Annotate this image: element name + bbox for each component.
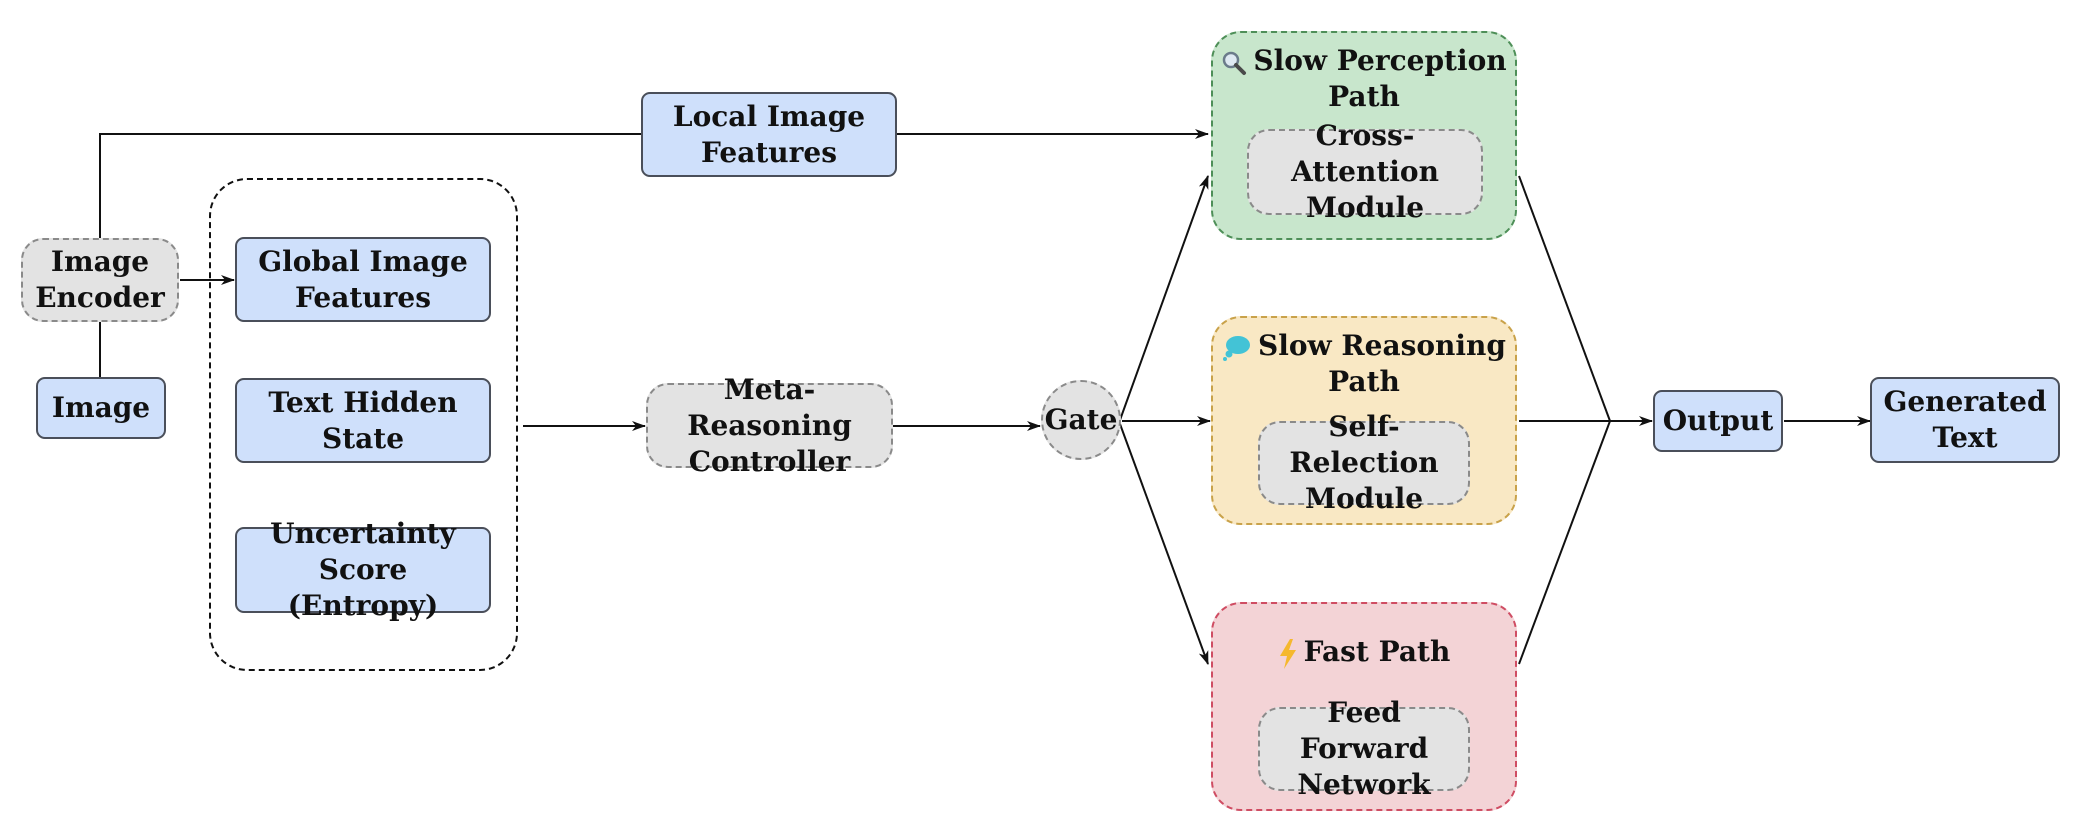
local-image-features-label-line1: Local Image	[672, 99, 866, 133]
edge-gate-to-fast	[1119, 423, 1209, 665]
gate-label: Gate	[1044, 403, 1118, 436]
slow-reasoning-title-line2: Path	[1328, 365, 1400, 398]
feature-group	[209, 178, 518, 671]
magnifier-icon	[1221, 50, 1247, 76]
slow-reasoning-title-line1: Slow Reasoning	[1258, 329, 1506, 362]
edge-slow-perception-to-merge	[1518, 175, 1611, 422]
lightning-icon	[1278, 638, 1298, 669]
cross-attention-module-node: Cross-Attention Module	[1247, 119, 1483, 224]
global-image-features-label-line1: Global Image	[258, 244, 468, 278]
slow-reasoning-title: Slow Reasoning Path	[1213, 328, 1515, 400]
image-encoder-label-line2: Encoder	[35, 281, 165, 314]
feed-forward-network-node: Feed Forward Network	[1258, 696, 1470, 801]
fast-path: Fast Path Feed Forward Network	[1211, 602, 1517, 811]
gate-node: Gate	[1041, 380, 1121, 460]
meta-reasoning-controller-label-line1: Meta-Reasoning	[687, 372, 852, 442]
cross-attention-module-label-line2: Module	[1305, 191, 1425, 224]
uncertainty-score-label-line2: (Entropy)	[287, 589, 439, 622]
output-node: Output	[1653, 390, 1783, 452]
self-relection-module-label-line2: Module	[1304, 482, 1424, 515]
meta-reasoning-controller-label-line2: Controller	[688, 444, 851, 478]
text-hidden-state-label: Text Hidden State	[268, 385, 458, 455]
output-label: Output	[1662, 404, 1774, 437]
slow-perception-title-line1: Slow Perception	[1253, 44, 1507, 77]
generated-text-label-line2: Text	[1932, 421, 1998, 454]
local-image-features-label-line2: Features	[701, 135, 837, 169]
self-relection-module-label-line1: Self-Relection	[1289, 410, 1439, 479]
slow-reasoning-path: Slow Reasoning Path Self-Relection Modul…	[1211, 316, 1517, 525]
slow-perception-title: Slow Perception Path	[1213, 43, 1515, 115]
feed-forward-network-label-line1: Feed Forward	[1299, 696, 1429, 765]
cross-attention-module-label-line1: Cross-Attention	[1291, 119, 1439, 188]
global-image-features-node: Global Image Features	[235, 237, 491, 322]
fast-path-title: Fast Path	[1213, 634, 1515, 670]
image-node: Image	[36, 377, 166, 439]
generated-text-label-line1: Generated	[1883, 385, 2047, 418]
edge-fast-to-merge	[1518, 420, 1611, 665]
uncertainty-score-node: Uncertainty Score (Entropy)	[235, 517, 491, 622]
generated-text-node: Generated Text	[1870, 377, 2060, 463]
feed-forward-network-label-line2: Network	[1297, 768, 1431, 801]
global-image-features-label-line2: Features	[295, 280, 431, 314]
text-hidden-state-node: Text Hidden State	[235, 378, 491, 463]
uncertainty-score-label-line1: Uncertainty Score	[270, 517, 456, 586]
slow-perception-title-line2: Path	[1328, 80, 1400, 113]
image-encoder-label-line1: Image	[50, 245, 150, 278]
image-encoder-node: Image Encoder	[21, 238, 179, 322]
fast-path-title-text: Fast Path	[1303, 635, 1451, 668]
edge-gate-to-slow-perception	[1119, 175, 1209, 421]
slow-perception-path: Slow Perception Path Cross-Attention Mod…	[1211, 31, 1517, 240]
meta-reasoning-controller-node: Meta-Reasoning Controller	[646, 373, 893, 478]
local-image-features-node: Local Image Features	[641, 92, 897, 177]
thought-bubble-icon	[1222, 334, 1252, 362]
self-relection-module-node: Self-Relection Module	[1258, 410, 1470, 515]
image-label: Image	[51, 391, 151, 424]
edge-encoder-to-local-features	[99, 133, 641, 240]
